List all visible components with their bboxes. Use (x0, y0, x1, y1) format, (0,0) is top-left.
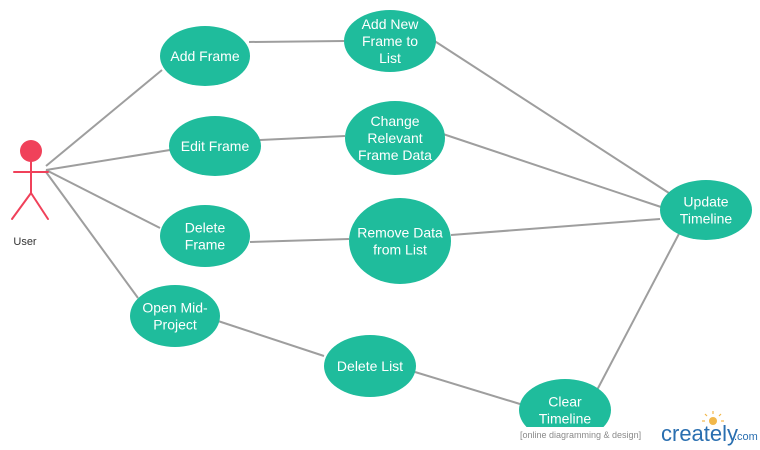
connector-actor-to-add-frame (45, 69, 163, 167)
use-case-label: Frame (185, 237, 226, 253)
connector-add-frame-to-add-new-frame-to-list (248, 40, 345, 43)
use-case-label: Update (683, 194, 728, 210)
use-case-ellipse (349, 198, 451, 284)
use-case-ellipse (344, 10, 436, 72)
lightbulb-icon (702, 411, 724, 425)
connector-edit-frame-to-change-relevant-frame-data (259, 135, 346, 141)
connector-remove-data-from-list-to-update-timeline (450, 218, 661, 236)
use-case-ellipse (169, 116, 261, 176)
use-case-label: Remove Data (357, 225, 443, 241)
connector-actor-to-open-mid-project (45, 171, 139, 299)
use-case-label: Timeline (539, 411, 592, 427)
use-case-label: Open Mid- (142, 300, 208, 316)
use-case-label: Frame to (362, 33, 418, 49)
connector-open-mid-project-to-delete-list (217, 320, 325, 357)
use-case-ellipse (130, 285, 220, 347)
use-case-label: Add Frame (170, 48, 239, 64)
use-case-ellipse (660, 180, 752, 240)
actor-left-leg (11, 192, 32, 220)
use-case-label: Delete (185, 220, 226, 236)
use-case-label: Edit Frame (181, 138, 250, 154)
use-case-label: Add New (362, 16, 420, 32)
connector-add-new-frame-to-list-to-update-timeline (432, 39, 673, 196)
use-case-label: Clear (548, 394, 582, 410)
connector-change-relevant-frame-data-to-update-timeline (439, 132, 662, 208)
actor-right-leg (30, 192, 49, 220)
use-case-ellipse (519, 379, 611, 441)
watermark-backdrop (518, 427, 760, 450)
use-case-label: List (379, 50, 401, 66)
use-case-delete-list[interactable]: Delete List (324, 335, 416, 397)
connectors-layer (45, 39, 683, 405)
use-case-label: from List (373, 242, 427, 258)
connector-actor-to-delete-frame (45, 169, 161, 229)
use-case-ellipse (324, 335, 416, 397)
watermark-tag: [online diagramming & design] (520, 430, 641, 440)
use-case-edit-frame[interactable]: Edit Frame (169, 116, 261, 176)
use-case-label: Timeline (680, 211, 733, 227)
watermark-domain: .com (734, 431, 758, 443)
watermark-brand: creately (661, 421, 738, 446)
connector-actor-to-edit-frame (45, 149, 171, 171)
use-case-label: Frame Data (358, 147, 432, 163)
use-case-ellipse (345, 101, 445, 175)
use-case-label: Delete List (337, 358, 403, 374)
connector-delete-frame-to-remove-data-from-list (249, 238, 350, 243)
use-case-label: Change (370, 113, 419, 129)
connector-clear-timeline-to-update-timeline (595, 227, 683, 393)
use-case-label: Project (153, 317, 197, 333)
connector-delete-list-to-clear-timeline (414, 371, 521, 405)
use-case-open-mid-project[interactable]: Open Mid-Project (130, 285, 220, 347)
actor-user[interactable]: User (11, 140, 49, 248)
use-case-add-frame[interactable]: Add Frame (160, 26, 250, 86)
use-case-ellipse (160, 26, 250, 86)
creately-watermark: [online diagramming & design] creately .… (518, 411, 760, 450)
actor-head (20, 140, 42, 162)
use-case-ellipse (160, 205, 250, 267)
use-case-label: Relevant (367, 130, 422, 146)
actor-label: User (13, 236, 37, 248)
